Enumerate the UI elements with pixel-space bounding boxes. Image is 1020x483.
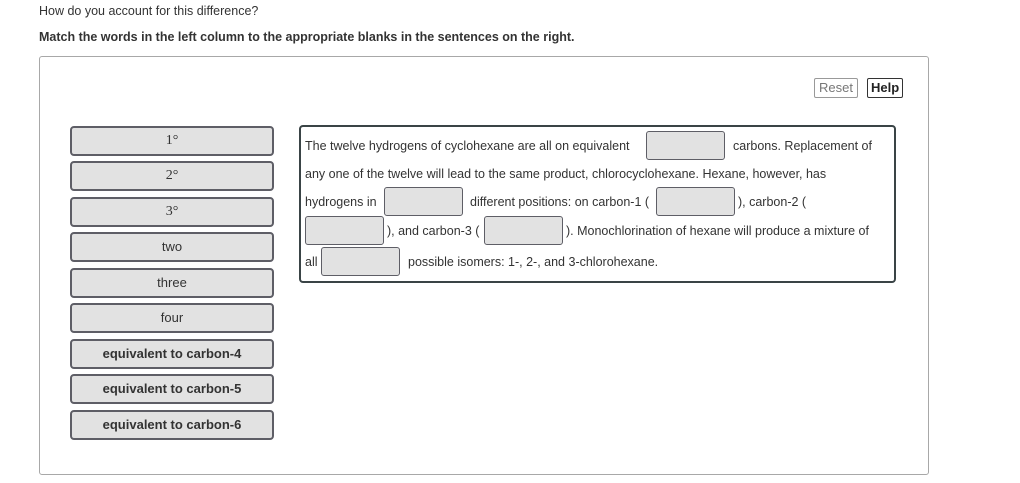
reset-button[interactable]: Reset [814, 78, 858, 98]
draggable-item-three[interactable]: three [70, 268, 274, 298]
sentence-panel [299, 125, 896, 283]
draggable-item-four[interactable]: four [70, 303, 274, 333]
draggable-item-3-degree[interactable]: 3° [70, 197, 274, 227]
draggable-item-1-degree[interactable]: 1° [70, 126, 274, 156]
help-button[interactable]: Help [867, 78, 903, 98]
drop-blank-3[interactable] [656, 187, 735, 216]
sentence-text: different positions: on carbon-1 ( [470, 195, 650, 209]
question-text: How do you account for this difference? [39, 4, 259, 18]
draggable-item-2-degree[interactable]: 2° [70, 161, 274, 191]
sentence-text: all [305, 255, 318, 269]
sentence-text: ). Monochlorination of hexane will produ… [566, 224, 869, 238]
drop-blank-5[interactable] [484, 216, 563, 245]
drop-blank-4[interactable] [305, 216, 384, 245]
sentence-text: ), and carbon-3 ( [387, 224, 480, 238]
draggable-item-equivalent-carbon-4[interactable]: equivalent to carbon-4 [70, 339, 274, 369]
sentence-text: possible isomers: 1-, 2-, and 3-chlorohe… [408, 255, 659, 269]
sentence-text: The twelve hydrogens of cyclohexane are … [305, 139, 630, 153]
sentence-text: ), carbon-2 ( [738, 195, 807, 209]
matching-container [39, 56, 929, 475]
draggable-item-two[interactable]: two [70, 232, 274, 262]
instruction-text: Match the words in the left column to th… [39, 30, 575, 44]
drop-blank-1[interactable] [646, 131, 725, 160]
sentence-text: any one of the twelve will lead to the s… [305, 167, 827, 181]
draggable-item-equivalent-carbon-6[interactable]: equivalent to carbon-6 [70, 410, 274, 440]
drop-blank-6[interactable] [321, 247, 400, 276]
sentence-text: hydrogens in [305, 195, 377, 209]
sentence-text: carbons. Replacement of [733, 139, 872, 153]
draggable-item-equivalent-carbon-5[interactable]: equivalent to carbon-5 [70, 374, 274, 404]
drop-blank-2[interactable] [384, 187, 463, 216]
